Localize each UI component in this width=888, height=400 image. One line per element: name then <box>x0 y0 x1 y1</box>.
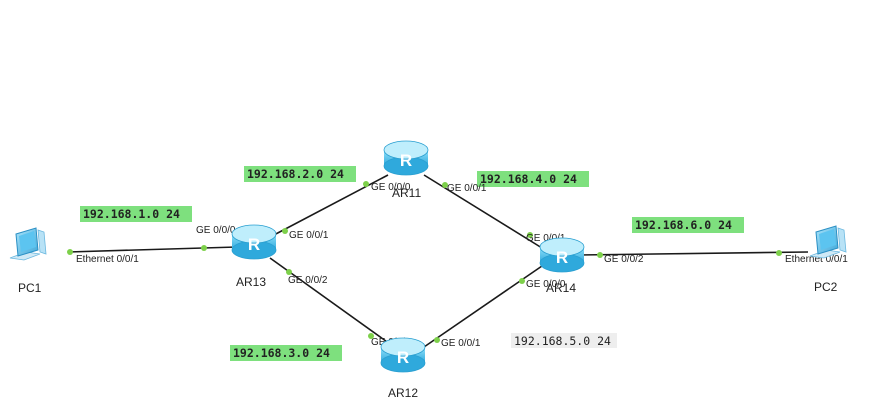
network-label-5: 192.168.5.0 24 <box>511 333 617 348</box>
link-ar14-pc2 <box>577 251 809 256</box>
port-label: GE 0/0/2 <box>604 254 644 265</box>
network-labels: 192.168.1.0 24 192.168.2.0 24 192.168.3.… <box>80 166 744 361</box>
port-label: GE 0/0/1 <box>441 338 481 349</box>
router-icon: R <box>380 337 426 373</box>
router-ar13[interactable]: R <box>231 224 277 260</box>
port-label: GE 0/0/0 <box>371 182 411 193</box>
port-dot <box>67 249 73 255</box>
network-label-3: 192.168.3.0 24 <box>230 345 342 361</box>
router-ar11[interactable]: R <box>383 140 429 176</box>
port-label: GE 0/0/2 <box>288 275 328 286</box>
device-label-ar12: AR12 <box>388 386 418 400</box>
port-dot <box>527 232 533 238</box>
port-label: GE 0/0/0 <box>196 225 236 236</box>
device-label-ar13: AR13 <box>236 275 266 289</box>
svg-text:192.168.1.0 24: 192.168.1.0 24 <box>83 207 180 221</box>
port-dots <box>67 181 782 343</box>
port-dot <box>363 181 369 187</box>
port-dot <box>368 333 374 339</box>
port-dot <box>434 337 440 343</box>
port-label: Ethernet 0/0/1 <box>76 254 139 265</box>
port-dot <box>442 182 448 188</box>
port-label: Ethernet 0/0/1 <box>785 254 848 265</box>
network-label-6: 192.168.6.0 24 <box>632 217 744 233</box>
router-icon: R <box>231 224 277 260</box>
router-icon: R <box>383 140 429 176</box>
port-dot <box>597 252 603 258</box>
svg-text:R: R <box>248 235 260 254</box>
device-label-ar11: AR11 <box>392 186 421 200</box>
device-label-ar14: AR14 <box>546 281 576 295</box>
svg-text:192.168.2.0 24: 192.168.2.0 24 <box>247 167 344 181</box>
router-ar12[interactable]: R <box>380 337 426 373</box>
port-label: GE 0/0/1 <box>526 233 566 244</box>
port-dot <box>201 245 207 251</box>
port-label: GE 0/0/1 <box>447 183 487 194</box>
svg-text:R: R <box>556 248 568 267</box>
port-dot <box>519 278 525 284</box>
port-label: GE 0/0/0 <box>526 279 566 290</box>
links <box>67 174 809 348</box>
device-label-pc2: PC2 <box>814 280 838 294</box>
port-label: GE 0/0/1 <box>289 230 329 241</box>
svg-text:R: R <box>400 151 412 170</box>
pc1[interactable] <box>9 227 47 261</box>
port-dot <box>286 269 292 275</box>
pc2[interactable] <box>809 225 847 259</box>
svg-text:192.168.4.0 24: 192.168.4.0 24 <box>480 172 577 186</box>
port-dot <box>282 228 288 234</box>
pc-icon <box>9 227 47 261</box>
router-ar14[interactable]: R <box>539 237 585 273</box>
svg-text:192.168.3.0 24: 192.168.3.0 24 <box>233 346 330 360</box>
router-icon: R <box>539 237 585 273</box>
pc-icon <box>809 225 847 259</box>
port-dot <box>776 250 782 256</box>
network-label-4: 192.168.4.0 24 <box>477 171 589 187</box>
svg-text:192.168.6.0 24: 192.168.6.0 24 <box>635 218 732 232</box>
svg-text:192.168.5.0 24: 192.168.5.0 24 <box>514 334 611 348</box>
svg-text:R: R <box>397 348 409 367</box>
network-label-1: 192.168.1.0 24 <box>80 206 192 222</box>
link-pc1-ar13 <box>67 246 238 253</box>
network-label-2: 192.168.2.0 24 <box>244 166 356 182</box>
device-label-pc1: PC1 <box>18 281 42 295</box>
